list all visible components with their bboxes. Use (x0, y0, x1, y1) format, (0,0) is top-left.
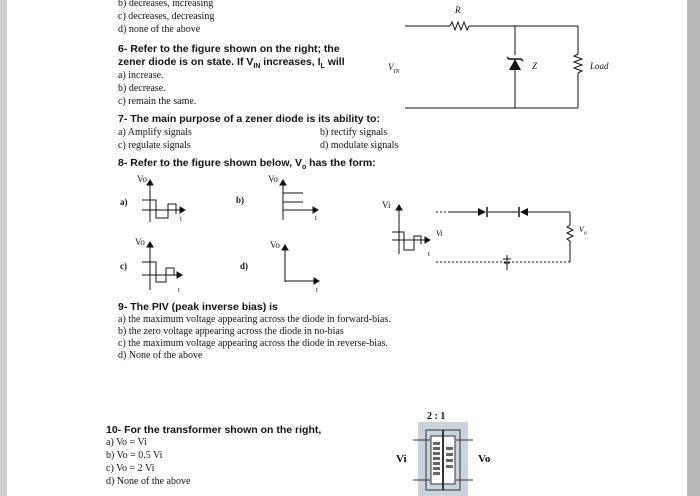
graph-d-t-label: t (316, 286, 318, 294)
q10-question: 10- For the transformer shown on the rig… (106, 424, 322, 436)
q7-option-d: d) modulate signals (320, 140, 399, 151)
q7-option-b: b) rectify signals (320, 127, 388, 138)
q10-option-d: d) None of the above (106, 476, 191, 487)
vin-label: VIN (388, 62, 400, 75)
transformer-vi-label: Vi (396, 453, 407, 465)
graph-c (142, 241, 183, 290)
q6-question-line1: 6- Refer to the figure shown on the righ… (118, 43, 340, 55)
graph-b (279, 179, 319, 220)
q10-option-b: b) Vo = 0.5 Vi (106, 450, 163, 461)
graph-c-vo-label: Vo (135, 237, 145, 247)
q8-option-b: b) (236, 195, 245, 205)
transformer-secondary-coil (446, 447, 453, 468)
q5-option-c: c) decreases, decreasing (118, 11, 215, 22)
q5-option-b: b) decreases, increasing (118, 0, 214, 9)
q9-option-b: b) the zero voltage appearing across the… (118, 326, 344, 337)
q7-option-a: a) Amplify signals (118, 127, 192, 138)
q7-question: 7- The main purpose of a zener diode is … (118, 113, 380, 125)
q7-option-c: c) regulate signals (118, 140, 191, 151)
diode-2-symbol (520, 208, 528, 216)
graph-d-vo-label: Vo (270, 240, 280, 250)
diode-1-symbol (478, 208, 486, 216)
graph-b-vo-label: Vo (268, 174, 278, 184)
load-label: Load (590, 61, 609, 71)
q6-question-line2: zener diode is on state. If VIN increase… (118, 56, 345, 71)
q8-circuit-vi-label: Vi (436, 229, 443, 238)
transformer-vo-label: Vo (478, 453, 491, 465)
q9-option-a: a) the maximum voltage appearing across … (118, 314, 391, 325)
graph-vi (392, 204, 431, 254)
q6-option-b: b) decrease. (118, 83, 166, 94)
graph-vi-label: Vi (382, 200, 391, 210)
transformer-ratio-label: 2 : 1 (427, 411, 446, 422)
q10-option-a: a) Vo = Vi (106, 437, 147, 448)
q9-option-d: d) None of the above (118, 350, 203, 361)
q5-option-d: d) none of the above (118, 24, 201, 35)
zener-diode-symbol (509, 59, 521, 70)
q10-option-c: c) Vo = 2 Vi (106, 463, 155, 474)
q8-circuit-vo-label: Vo (579, 225, 587, 237)
graph-c-t-label: t (178, 286, 180, 294)
zener-bar (506, 56, 524, 62)
graph-a (142, 179, 186, 222)
page-right-edge (687, 0, 700, 496)
q6-option-a: a) increase. (118, 70, 164, 81)
q9-question: 9- The PIV (peak inverse bias) is (118, 301, 278, 313)
graph-vi-t-label: t (428, 250, 430, 258)
transformer-primary-coil (433, 442, 440, 475)
q9-option-c: c) the maximum voltage appearing across … (118, 338, 388, 349)
load-resistor-symbol (572, 53, 584, 74)
graph-a-t-label: t (180, 215, 182, 223)
page-left-edge (0, 0, 7, 496)
resistor-r-symbol (449, 20, 470, 32)
graph-a-vo-label: Vo (137, 174, 147, 184)
resistor-label: R (455, 5, 461, 15)
q6-option-c: c) remain the same. (118, 96, 197, 107)
q8-question: 8- Refer to the figure shown below, Vo h… (118, 157, 376, 172)
q8-option-a: a) (120, 197, 128, 207)
zener-label: Z (532, 61, 538, 71)
graph-d (281, 244, 320, 285)
q8-option-c: c) (120, 261, 127, 271)
q8-option-d: d) (240, 261, 249, 271)
q8-diode-circuit (436, 211, 575, 270)
graph-b-t-label: t (315, 214, 317, 222)
